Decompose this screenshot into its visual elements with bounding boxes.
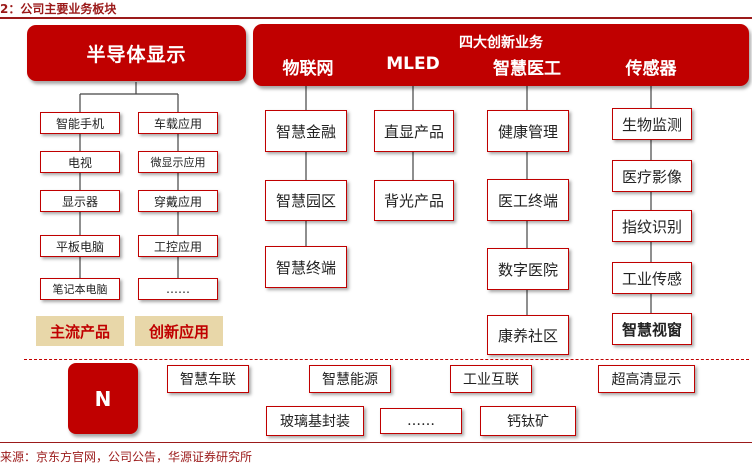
section-divider	[24, 359, 749, 360]
mled-direct-display: 直显产品	[374, 110, 454, 152]
source-note: 来源：京东方官网，公司公告，华源证券研究所	[0, 450, 253, 464]
n-uhd-display: 超高清显示	[598, 365, 695, 393]
column-sensor: 传感器	[625, 59, 677, 79]
app-wearable: 穿戴应用	[138, 190, 218, 212]
app-micro-display: 微显示应用	[138, 151, 218, 173]
column-iot: 物联网	[282, 59, 334, 79]
product-laptop: 笔记本电脑	[40, 278, 120, 300]
app-more-ellipsis: ……	[138, 278, 218, 300]
n-more-ellipsis: ……	[380, 408, 462, 434]
figure-title: 2：公司主要业务板块	[0, 2, 117, 16]
app-industrial-control: 工控应用	[138, 235, 218, 257]
product-monitor: 显示器	[40, 190, 120, 212]
app-automotive: 车载应用	[138, 112, 218, 134]
n-glass-packaging: 玻璃基封装	[266, 406, 364, 436]
n-industrial-internet: 工业互联	[450, 365, 532, 393]
innovation-business-header: 四大创新业务 物联网 MLED 智慧医工 传感器	[253, 24, 749, 86]
iot-smart-park: 智慧园区	[265, 180, 347, 221]
product-tv: 电视	[40, 151, 120, 173]
sensor-medical-imaging: 医疗影像	[612, 160, 692, 192]
title-divider	[0, 17, 752, 19]
mled-backlight: 背光产品	[374, 180, 454, 221]
medical-health-management: 健康管理	[487, 110, 569, 152]
medical-terminal: 医工终端	[487, 179, 569, 221]
n-label-box: N	[68, 363, 138, 434]
tag-mainstream-products: 主流产品	[36, 316, 124, 346]
sensor-industrial: 工业传感	[612, 262, 692, 294]
sensor-fingerprint: 指纹识别	[612, 210, 692, 242]
product-smartphone: 智能手机	[40, 112, 120, 134]
sensor-smart-window: 智慧视窗	[612, 313, 692, 345]
tag-innovative-applications: 创新应用	[135, 316, 223, 346]
product-tablet: 平板电脑	[40, 235, 120, 257]
medical-elderly-community: 康养社区	[487, 315, 569, 355]
sensor-bio-monitoring: 生物监测	[612, 108, 692, 140]
source-divider	[0, 442, 752, 443]
column-smart-medical: 智慧医工	[493, 59, 561, 79]
n-perovskite: 钙钛矿	[480, 406, 576, 436]
medical-digital-hospital: 数字医院	[487, 248, 569, 290]
innovation-business-title: 四大创新业务	[459, 35, 543, 51]
n-smart-energy: 智慧能源	[309, 365, 391, 393]
n-smart-vehicle: 智慧车联	[167, 365, 249, 393]
iot-smart-terminal: 智慧终端	[265, 246, 347, 288]
iot-smart-finance: 智慧金融	[265, 110, 347, 152]
semiconductor-display-header: 半导体显示	[27, 25, 246, 81]
column-mled: MLED	[386, 54, 440, 74]
